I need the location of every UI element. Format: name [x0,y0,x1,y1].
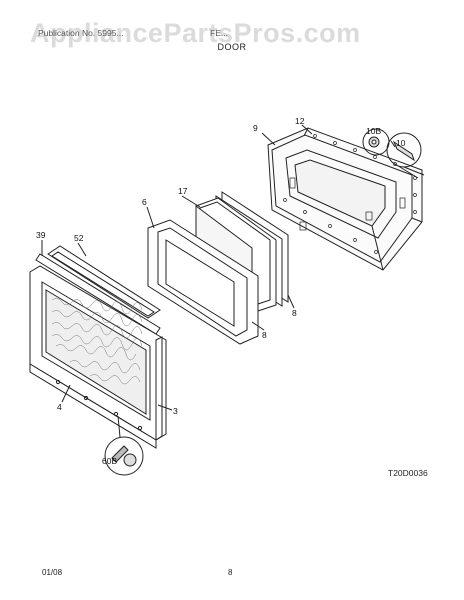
callout-10: 10 [396,138,406,148]
callout-6: 6 [142,197,147,207]
callout-9: 9 [253,123,258,133]
door-screw-part [104,436,144,476]
trim-part [35,253,161,335]
callout-60b: 60B [102,456,117,466]
door-liner-part [267,127,423,271]
callout-8-rear: 8 [292,308,297,318]
callout-4: 4 [57,402,62,412]
side-trim-part [155,336,163,441]
page-number: 8 [228,568,233,577]
footer-date: 01/08 [42,568,63,577]
callout-17: 17 [178,186,188,196]
callout-8-front: 8 [262,330,267,340]
outer-door-panel-part [29,265,167,449]
callout-3: 3 [173,406,178,416]
watermark: AppliancePartsPros.com [30,18,361,48]
figure-code: T20D0036 [388,468,428,478]
callout-39: 39 [36,230,46,240]
callout-52: 52 [74,233,84,243]
callout-10b: 10B [366,126,381,136]
callout-12: 12 [295,116,305,126]
page-title: DOOR [217,42,247,52]
model-number: FE... [210,28,228,38]
publication-number: Publication No. 5995... [38,28,124,38]
door-frame-part [147,219,259,345]
door-handle-part [47,245,161,319]
